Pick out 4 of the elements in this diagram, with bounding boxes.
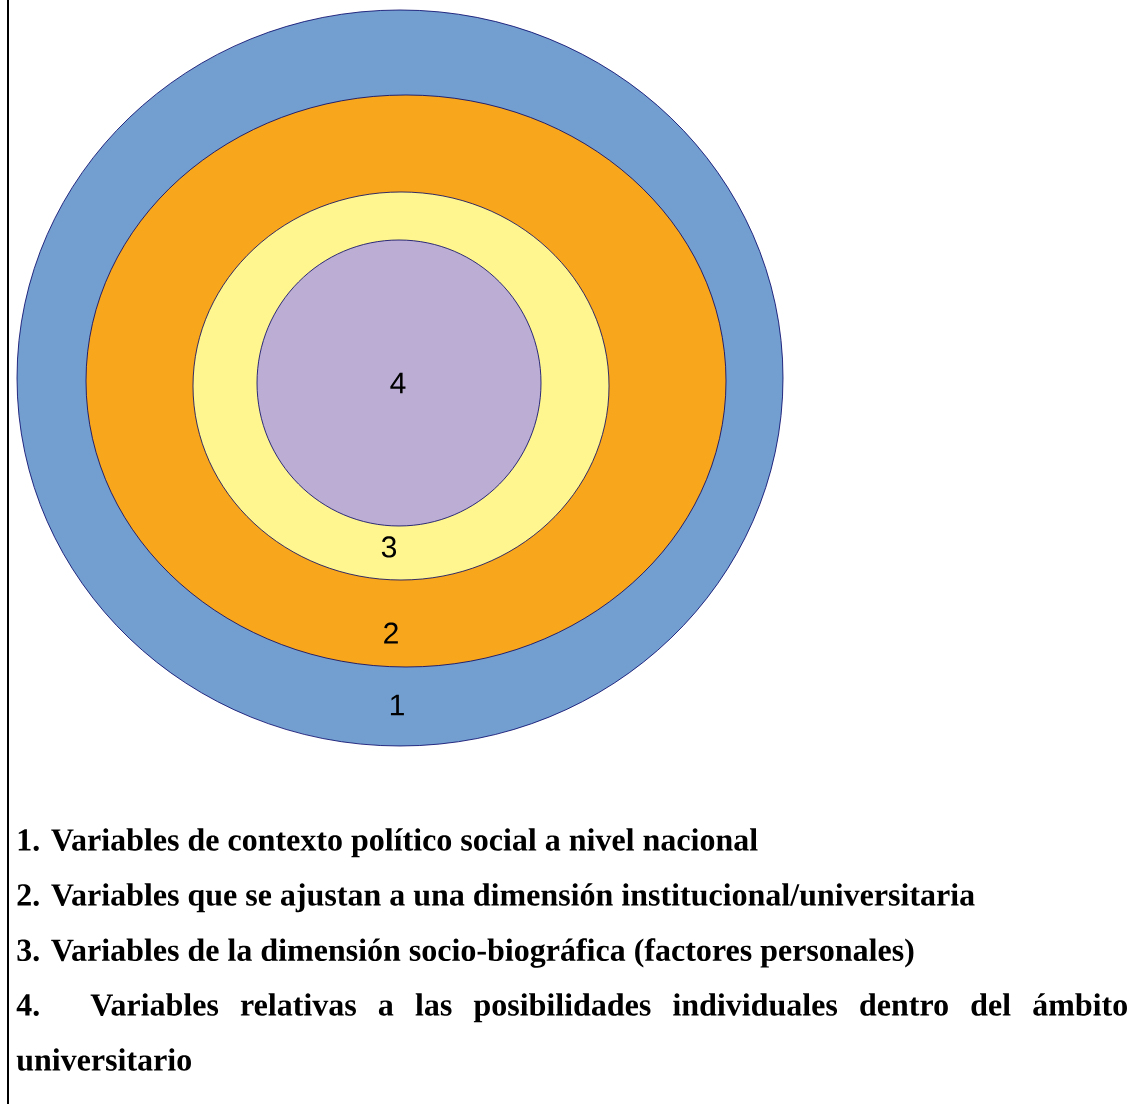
legend-text: 2. Variables que se ajustan a una dimensión institucional/universitaria bbox=[17, 883, 975, 913]
legend-text: 1. Variables de contexto político social a nivel nacional bbox=[18, 828, 758, 858]
legend-text: 4. Variables relativas a las posibilidades individuales dentro del ámbito universitario bbox=[16, 993, 1127, 1071]
legend-text: 3. Variables de la dimensión socio-biográfica (factores personales) bbox=[17, 938, 914, 968]
